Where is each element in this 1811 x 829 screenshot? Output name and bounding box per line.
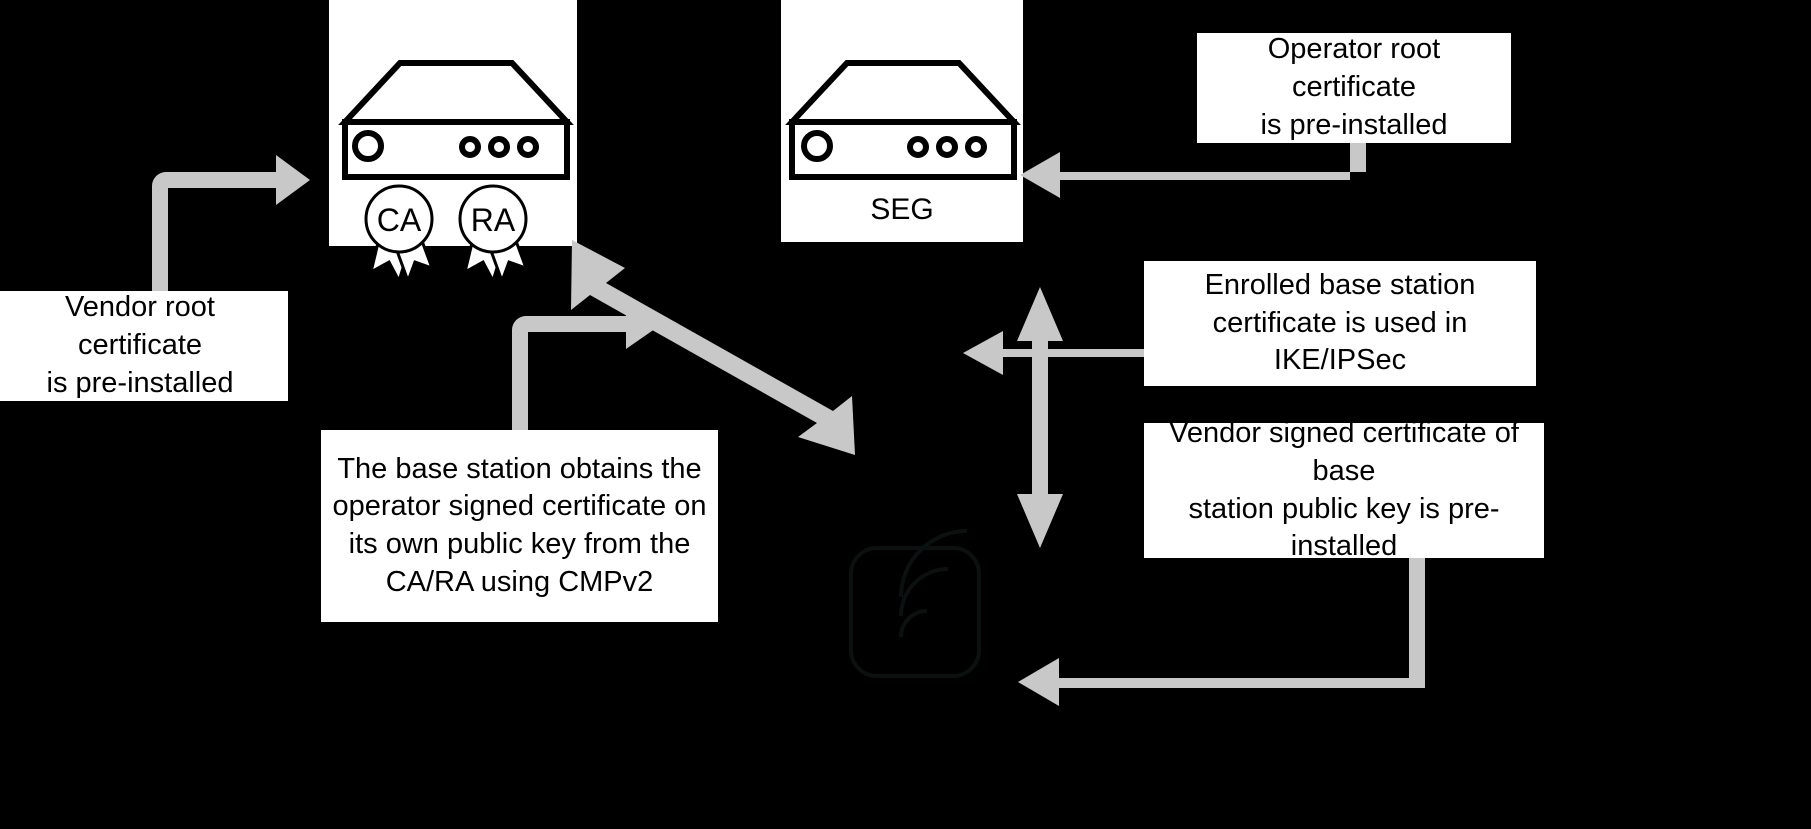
callout-vendor-signed-certificate: Vendor signed certificate of base statio… — [1144, 417, 1544, 562]
base-station-panel — [329, 0, 577, 246]
connector-base-station-to-seg-diagonal — [571, 240, 855, 455]
connector-seg-to-device-vertical — [1017, 287, 1063, 548]
callout-vendor-root-certificate: Vendor root certificate is pre-installed — [0, 291, 288, 401]
connector-operator-root-to-seg — [1020, 143, 1366, 198]
callout-cmpv2-enrolment: The base station obtains the operator si… — [321, 430, 718, 622]
connector-vendor-signed-to-device — [1018, 558, 1425, 706]
connector-enrolled-cert-to-seg-link — [963, 331, 1144, 375]
connector-cmpv2-to-link — [512, 299, 662, 430]
callout-operator-root-certificate: Operator root certificate is pre-install… — [1197, 33, 1511, 143]
base-station-device-icon — [849, 529, 981, 678]
seg-label: SEG — [870, 193, 934, 226]
callout-enrolled-base-station-certificate: Enrolled base station certificate is use… — [1144, 261, 1536, 386]
connector-vendor-root-to-base-station — [152, 155, 310, 291]
